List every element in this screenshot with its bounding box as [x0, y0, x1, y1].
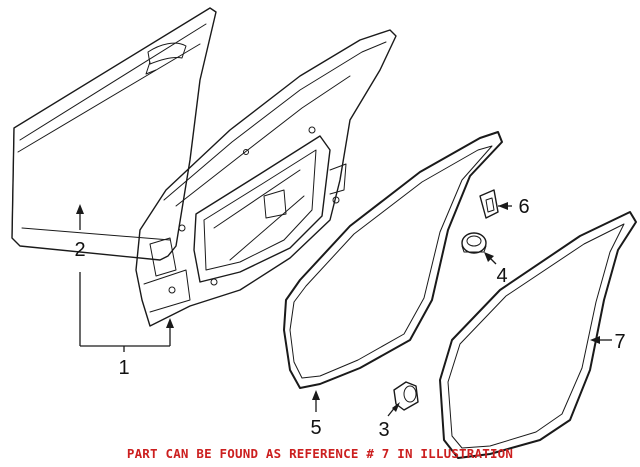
door-weatherstrip-drawing: [283, 131, 503, 412]
callout-2: 2: [74, 239, 85, 261]
door-assembly-leader: [76, 204, 174, 352]
callout-1: 1: [118, 357, 129, 379]
callout-6: 6: [518, 196, 529, 218]
grommet-drawing: [461, 232, 497, 265]
clip-drawing: [479, 189, 512, 219]
bumper-drawing: [387, 381, 419, 417]
callout-7: 7: [614, 331, 625, 353]
callout-5: 5: [310, 417, 321, 439]
outer-door-skin-drawing: [11, 7, 217, 261]
body-weatherstrip-drawing: [439, 211, 637, 459]
callout-3: 3: [378, 419, 389, 441]
door-frame-drawing: [135, 29, 397, 327]
callout-4: 4: [496, 265, 507, 287]
reference-note: PART CAN BE FOUND AS REFERENCE # 7 IN IL…: [126, 446, 514, 461]
